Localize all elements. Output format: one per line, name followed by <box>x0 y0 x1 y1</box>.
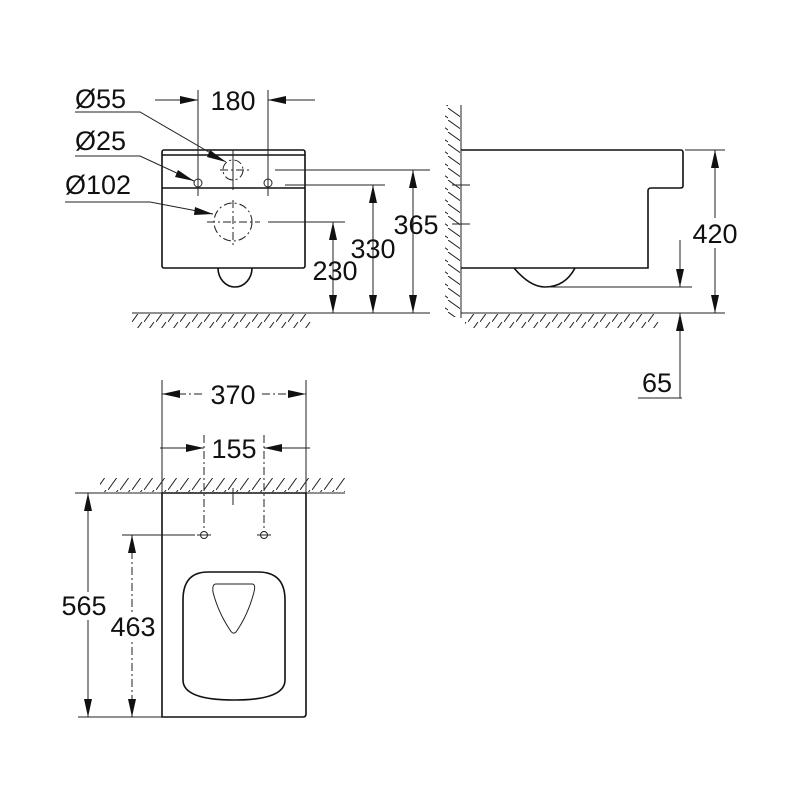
arrow-icon <box>409 295 417 313</box>
depth-dimension: 565 <box>61 591 106 621</box>
arrow-icon <box>207 150 226 162</box>
width-dimension: 370 <box>210 380 255 410</box>
bolt-depth-dimension: 463 <box>110 612 155 642</box>
arrow-icon <box>409 170 417 188</box>
arrow-icon <box>84 493 92 511</box>
label-bg <box>688 218 743 248</box>
floor-hatch <box>132 314 312 328</box>
bowl-opening <box>212 583 256 634</box>
leader-line <box>75 155 195 182</box>
arrow-icon <box>175 170 194 181</box>
bolt-spacing-dimension: 180 <box>210 86 255 116</box>
arrow-icon <box>264 444 282 452</box>
arrow-icon <box>128 699 136 717</box>
arrow-icon <box>288 390 306 398</box>
top-view: 370 155 565 463 <box>58 380 345 718</box>
outlet-height-dimension: 365 <box>393 210 438 240</box>
inlet-height-dimension: 230 <box>312 256 357 286</box>
label-bg <box>108 613 158 641</box>
leader-line <box>65 201 214 215</box>
bolt-height-dimension: 330 <box>350 234 395 264</box>
arrow-icon <box>268 96 286 104</box>
bolt-diameter-label: Ø25 <box>75 126 126 156</box>
bolt-spacing-dimension: 155 <box>211 434 256 464</box>
leader-line <box>75 111 227 163</box>
arrow-icon <box>128 535 136 553</box>
outlet-bump <box>217 267 253 288</box>
wall-hatch <box>445 105 460 317</box>
outlet-bump <box>513 267 576 288</box>
floor-clearance-dimension: 65 <box>642 368 672 398</box>
arrow-icon <box>329 222 337 240</box>
label-bg <box>58 592 108 620</box>
toilet-seat <box>182 571 286 701</box>
arrow-icon <box>711 295 719 313</box>
arrow-icon <box>711 150 719 168</box>
outlet-diameter-label: Ø55 <box>75 84 126 114</box>
front-view: 180 Ø55 Ø25 Ø102 230 330 365 <box>65 84 439 328</box>
inlet-diameter-label: Ø102 <box>65 170 131 200</box>
arrow-icon <box>369 185 377 203</box>
arrow-icon <box>676 269 684 287</box>
arrow-icon <box>676 313 684 331</box>
floor-hatch <box>465 314 660 328</box>
wall-hatch <box>100 478 345 492</box>
arrow-icon <box>186 444 204 452</box>
arrow-icon <box>329 295 337 313</box>
side-view: 420 65 <box>445 105 743 399</box>
toilet-side-outline <box>461 149 684 269</box>
toilet-top-outline <box>161 492 307 718</box>
arrow-icon <box>84 699 92 717</box>
arrow-icon <box>194 207 213 215</box>
arrow-icon <box>180 96 198 104</box>
arrow-icon <box>369 295 377 313</box>
arrow-icon <box>162 390 180 398</box>
total-height-dimension: 420 <box>692 219 737 249</box>
